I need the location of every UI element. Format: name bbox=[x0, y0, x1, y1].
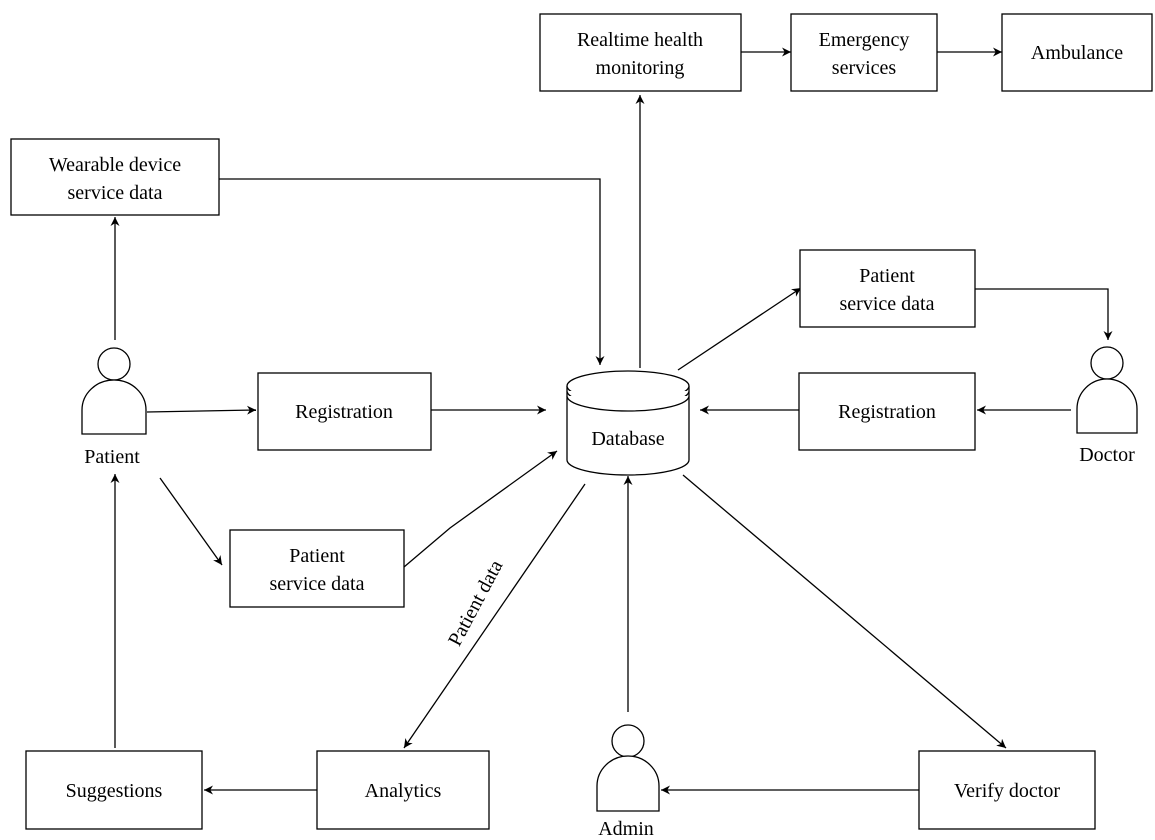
node-ambulance: Ambulance bbox=[1001, 13, 1153, 92]
person-icon bbox=[81, 347, 147, 435]
node-registration-left: Registration bbox=[257, 372, 432, 451]
node-label: Patient bbox=[289, 545, 345, 567]
node-patient-service-data-right: Patient service data bbox=[799, 249, 976, 328]
node-suggestions: Suggestions bbox=[25, 750, 203, 830]
edges bbox=[110, 47, 1113, 795]
node-label: services bbox=[832, 57, 897, 79]
node-label: service data bbox=[270, 573, 365, 595]
node-label: service data bbox=[840, 293, 935, 315]
actor-label: Doctor bbox=[1079, 444, 1135, 466]
database-label: Database bbox=[591, 428, 664, 450]
person-icon bbox=[1076, 346, 1138, 434]
edge-patient-to-registration bbox=[146, 405, 257, 415]
node-emergency-services: Emergency services bbox=[790, 13, 938, 92]
node-label: service data bbox=[68, 182, 163, 204]
node-label: Suggestions bbox=[66, 780, 163, 802]
edge-patient-to-patient-service-left bbox=[159, 477, 223, 566]
edge-patient-service-right-to-doctor bbox=[975, 288, 1113, 340]
node-label: Registration bbox=[295, 401, 393, 423]
person-icon bbox=[596, 724, 660, 812]
actor-patient: Patient bbox=[81, 347, 147, 468]
actor-label: Patient bbox=[84, 446, 140, 468]
actor-admin: Admin bbox=[596, 724, 660, 840]
node-registration-right: Registration bbox=[798, 372, 976, 451]
node-label: Wearable device bbox=[49, 154, 181, 176]
actor-doctor: Doctor bbox=[1076, 346, 1138, 466]
node-verify-doctor: Verify doctor bbox=[918, 750, 1096, 830]
node-analytics: Analytics bbox=[316, 750, 490, 830]
edge-database-to-verify bbox=[682, 474, 1007, 749]
actor-label: Admin bbox=[598, 818, 654, 840]
node-label: monitoring bbox=[596, 57, 685, 79]
edge-patient-service-left-to-database bbox=[403, 450, 558, 568]
node-label: Emergency bbox=[819, 29, 910, 51]
edge-database-to-analytics bbox=[403, 483, 586, 749]
edge-database-to-patient-service-right bbox=[677, 287, 802, 371]
edge-wearable-to-database bbox=[219, 178, 605, 365]
node-label: Verify doctor bbox=[954, 780, 1060, 802]
node-label: Analytics bbox=[365, 780, 442, 802]
node-patient-service-data-left: Patient service data bbox=[229, 529, 405, 608]
node-label: Realtime health bbox=[577, 29, 703, 51]
node-label: Ambulance bbox=[1031, 42, 1123, 64]
node-label: Registration bbox=[838, 401, 936, 423]
edge-label-patient-data: Patient data bbox=[444, 556, 508, 649]
database-cylinder: Database bbox=[566, 370, 690, 476]
node-wearable-device: Wearable device service data bbox=[10, 138, 220, 216]
node-label: Patient bbox=[859, 265, 915, 287]
node-realtime-monitoring: Realtime health monitoring bbox=[539, 13, 742, 92]
